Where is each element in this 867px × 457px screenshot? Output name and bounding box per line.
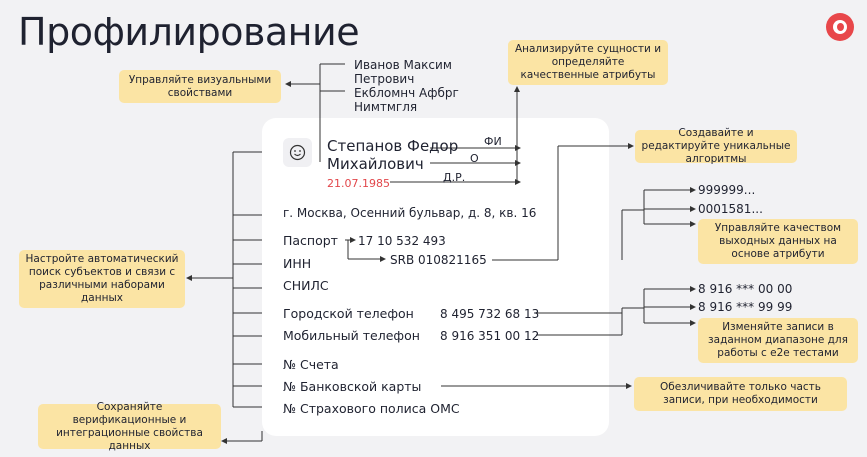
generated-phone-2: 8 916 *** 99 99 — [698, 300, 793, 314]
note-anonymize: Обезличивайте только часть записи, при н… — [634, 377, 847, 411]
birthdate: 21.07.1985 — [327, 177, 390, 190]
name-line1: Степанов Федор — [327, 137, 459, 155]
avatar — [283, 138, 312, 167]
tag-o: О — [470, 152, 479, 165]
address: г. Москва, Осенний бульвар, д. 8, кв. 16 — [283, 206, 537, 220]
note-entities: Анализируйте сущности и определяйте каче… — [508, 40, 668, 85]
bank-card-label: № Банковской карты — [283, 379, 422, 394]
alt-name-2-line2: Нимтмгля — [354, 100, 418, 114]
note-preserve: Сохраняйте верификационные и интеграцион… — [38, 401, 221, 452]
city-phone-value: 8 495 732 68 13 — [440, 307, 540, 321]
insurance-label: № Страхового полиса ОМС — [283, 401, 460, 416]
profile-card — [262, 118, 609, 436]
alt-name-1-line1: Иванов Максим — [354, 58, 452, 72]
city-phone-label: Городской телефон — [283, 306, 414, 321]
generated-number-1: 999999... — [698, 183, 756, 197]
passport-label: Паспорт — [283, 233, 338, 248]
page-title: Профилирование — [18, 10, 360, 54]
note-quality: Управляйте качеством выходных данных на … — [698, 219, 858, 264]
tag-fi: ФИ — [484, 135, 502, 148]
generated-number-2: 0001581... — [698, 202, 763, 216]
passport-value: 17 10 532 493 — [358, 234, 446, 248]
note-range: Изменяйте записи в заданном диапазоне дл… — [698, 318, 858, 363]
snils-label: СНИЛС — [283, 278, 329, 293]
name-line2: Михайлович — [327, 155, 424, 173]
note-autosearch: Настройте автоматический поиск субъектов… — [19, 250, 185, 308]
note-visual: Управляйте визуальными свойствами — [119, 70, 281, 103]
brand-logo-icon — [826, 13, 854, 41]
mobile-phone-value: 8 916 351 00 12 — [440, 329, 540, 343]
alt-name-1-line2: Петрович — [354, 72, 415, 86]
alt-name-2-line1: Екбломнч Афбрг — [354, 86, 459, 100]
account-label: № Счета — [283, 357, 339, 372]
passport-alt-value: SRB 010821165 — [390, 253, 487, 267]
mobile-phone-label: Мобильный телефон — [283, 328, 420, 343]
generated-phone-1: 8 916 *** 00 00 — [698, 282, 793, 296]
inn-label: ИНН — [283, 256, 312, 271]
note-algorithms: Создавайте и редактируйте уникальные алг… — [635, 127, 797, 165]
smiley-icon — [289, 144, 306, 161]
tag-dr: Д.Р. — [443, 171, 466, 184]
